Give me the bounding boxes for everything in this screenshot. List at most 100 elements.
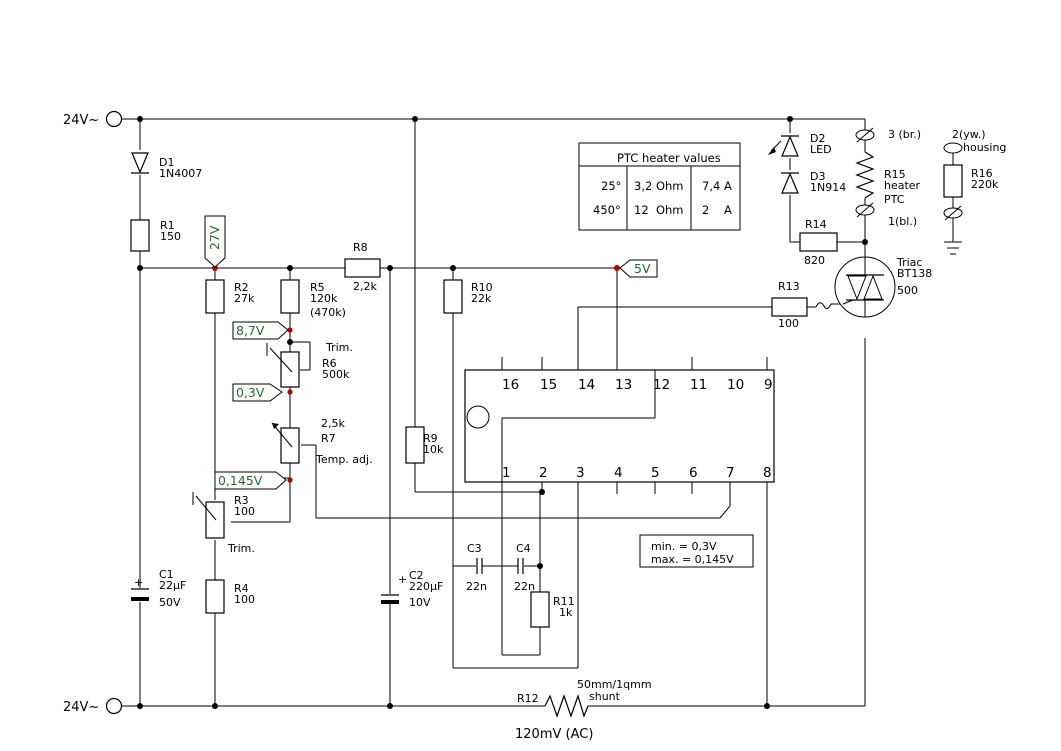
- d2-name: D2: [810, 132, 825, 145]
- ic-pin-6: 6: [689, 465, 698, 481]
- resistor-r13: R13 100: [771, 280, 808, 330]
- v87-text: 8,7V: [236, 323, 265, 338]
- v03-text: 0,3V: [236, 385, 265, 400]
- ic-pin-2: 2: [539, 465, 548, 481]
- r5-alt: (470k): [310, 306, 346, 319]
- r13-name: R13: [778, 280, 800, 293]
- r7-note: Temp. adj.: [315, 453, 373, 466]
- triac-extra: 500: [897, 284, 918, 297]
- ic-pin-10: 10: [727, 377, 744, 393]
- terminal-top: 24V~: [63, 110, 123, 128]
- r3-name: R3: [234, 494, 249, 507]
- resistor-r8: R8 2,2k: [344, 241, 381, 293]
- ptc-row1-amp: 7,4 A: [702, 179, 732, 193]
- r12-name: R12: [517, 692, 539, 705]
- resistor-r16: 2(yw.) housing R16 220k: [943, 128, 1006, 221]
- c1-value: 22µF: [159, 579, 186, 592]
- ptc-row2-ohm: 12 Ohm: [634, 203, 684, 217]
- ic-pin-4: 4: [614, 465, 623, 481]
- r2-name: R2: [234, 281, 249, 294]
- resistor-r11: R11 1k: [530, 591, 575, 628]
- r8-value: 2,2k: [353, 280, 377, 293]
- d2-value: LED: [810, 143, 832, 156]
- r7-name: R7: [321, 432, 336, 445]
- r10-name: R10: [471, 281, 493, 294]
- range-box: min. = 0,3V max. = 0,145V: [639, 534, 754, 568]
- resistor-r5: R5 120k (470k): [280, 279, 346, 319]
- r2-value: 27k: [234, 292, 255, 305]
- housing-label: housing: [963, 141, 1006, 154]
- ic-pin-15: 15: [540, 377, 557, 393]
- terminal-top-label: 24V~: [63, 113, 99, 128]
- d3-name: D3: [810, 170, 825, 183]
- r6-name: R6: [322, 357, 337, 370]
- r5-name: R5: [310, 281, 325, 294]
- ic-pin-11: 11: [690, 377, 707, 393]
- ic-pin-3: 3: [576, 465, 585, 481]
- c4-name: C4: [516, 542, 531, 555]
- junction-dots: [137, 116, 868, 709]
- capacitor-c1: + C1 22µF 50V: [131, 568, 186, 609]
- capacitor-c4: C4 22n: [514, 542, 535, 593]
- r13-value: 100: [778, 317, 799, 330]
- voltage-flag-5v: 5V: [619, 259, 658, 278]
- svg-text:+: +: [398, 573, 407, 586]
- ptc-table: PTC heater values 25° 3,2 Ohm 7,4 A 450°…: [578, 142, 741, 231]
- v27-text: 27V: [207, 225, 222, 250]
- terminal-bottom: 24V~: [63, 697, 123, 715]
- r9-value: 10k: [423, 443, 444, 456]
- ic-pin-9: 9: [764, 377, 773, 393]
- resistor-r6: Trim. R6 500k: [266, 341, 353, 388]
- triac-value: BT138: [897, 267, 932, 280]
- triac-name: Triac: [896, 256, 922, 269]
- ic-chip: 16 15 14 13 12 11 10 9 1 2 3 4 5 6 7 8: [464, 369, 775, 483]
- wire-label-3: 3 (br.): [888, 128, 921, 141]
- resistor-r12-shunt: R12 50mm/1qmm shunt 120mV (AC): [515, 678, 652, 742]
- r8-name: R8: [353, 241, 368, 254]
- r1-name: R1: [160, 219, 175, 232]
- r15-value: heater: [884, 179, 921, 192]
- r3-value: 100: [234, 505, 255, 518]
- ic-pin-14: 14: [578, 377, 595, 393]
- led-d2: D2 LED: [768, 132, 832, 157]
- ic-pin-13: 13: [615, 377, 632, 393]
- ptc-table-title: PTC heater values: [617, 151, 721, 165]
- ic-pin-12: 12: [653, 377, 670, 393]
- r16-value: 220k: [971, 178, 999, 191]
- capacitor-c2: + C2 220µF 10V: [381, 569, 443, 609]
- r1-value: 150: [160, 230, 181, 243]
- r16-name: R16: [971, 167, 993, 180]
- c4-value: 22n: [514, 580, 535, 593]
- svg-text:+: +: [134, 576, 143, 589]
- r12-value: 120mV (AC): [515, 727, 593, 742]
- r7-value: 2,5k: [321, 417, 345, 430]
- ptc-row2-temp: 450°: [593, 203, 621, 217]
- voltage-tag-8-7v: 8,7V: [232, 321, 289, 340]
- voltage-tag-0-145v: 0,145V: [214, 471, 287, 490]
- d3-value: 1N914: [810, 181, 846, 194]
- v0145-text: 0,145V: [218, 473, 263, 488]
- r10-value: 22k: [471, 292, 492, 305]
- wire-label-1: 1(bl.): [888, 215, 917, 228]
- ic-pin-1: 1: [502, 465, 511, 481]
- resistor-r10: R10 22k: [443, 279, 493, 314]
- v5-text: 5V: [634, 261, 651, 276]
- r14-name: R14: [805, 218, 827, 231]
- range-min: min. = 0,3V: [651, 540, 717, 553]
- ptc-row2-amp: 2 A: [702, 203, 732, 217]
- wire-label-2: 2(yw.): [952, 128, 986, 141]
- resistor-r2: R2 27k: [205, 279, 255, 314]
- r12-note2: shunt: [589, 690, 621, 703]
- diode-d1: D1 1N4007: [131, 152, 202, 180]
- r5-value: 120k: [310, 292, 338, 305]
- range-max: max. = 0,145V: [651, 553, 734, 566]
- resistor-r14: R14 820: [799, 218, 838, 267]
- r4-value: 100: [234, 593, 255, 606]
- r6-note: Trim.: [325, 341, 353, 354]
- c1-voltage: 50V: [159, 596, 181, 609]
- r6-value: 500k: [322, 368, 350, 381]
- voltage-flag-27v: 27V: [204, 215, 226, 268]
- resistor-r1: R1 150: [130, 219, 181, 252]
- r11-name: R11: [553, 595, 575, 608]
